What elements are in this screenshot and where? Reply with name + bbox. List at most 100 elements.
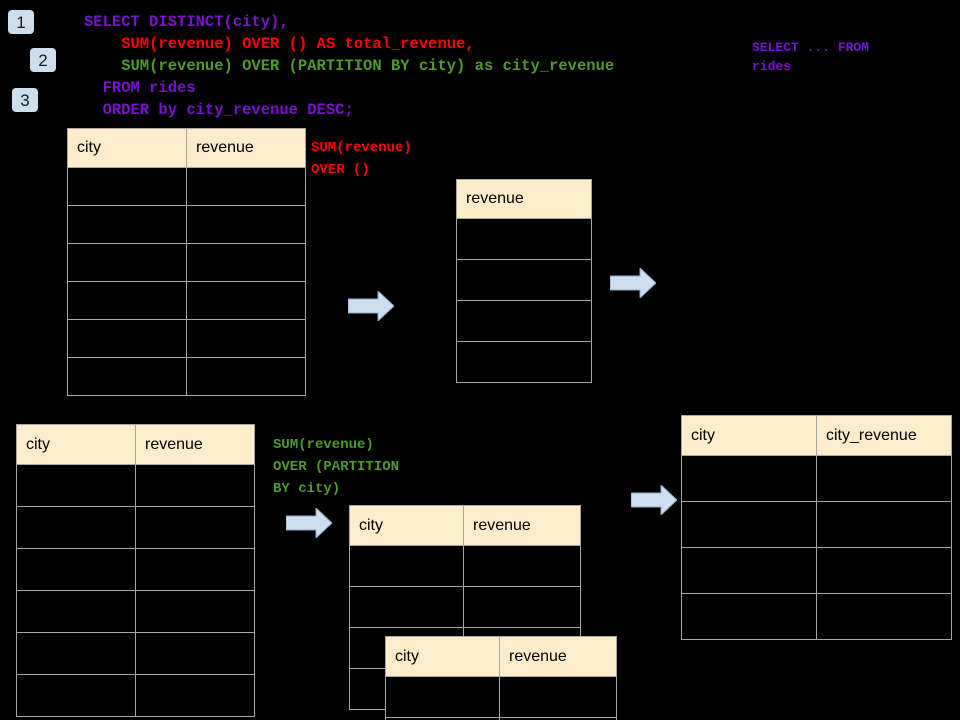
table-row (16, 590, 255, 633)
table-row (349, 586, 581, 628)
cell-revenue (135, 632, 255, 675)
cell-revenue (135, 548, 255, 591)
sql-side-note-line-2: rides (752, 59, 792, 74)
table-header-row: revenue (456, 179, 592, 219)
column-header-revenue: revenue (186, 128, 306, 168)
table-row (67, 319, 306, 358)
column-header-revenue: revenue (456, 179, 592, 219)
sql-line-from: FROM rides (84, 79, 196, 97)
column-header-revenue: revenue (135, 424, 255, 465)
cell-city (67, 319, 187, 358)
cell-city-revenue (816, 501, 952, 548)
cell-city (385, 676, 500, 718)
table-rides-top: city revenue (67, 128, 306, 396)
table-row (456, 300, 592, 342)
cell-city (16, 548, 136, 591)
table-header-row: city revenue (385, 636, 617, 677)
table-total-revenue: revenue (456, 179, 592, 383)
annotation-total-revenue-line-2: OVER () (311, 162, 370, 178)
cell-revenue (135, 464, 255, 507)
cell-revenue (186, 357, 306, 396)
cell-revenue (186, 243, 306, 282)
cell-city (16, 632, 136, 675)
table-row (681, 547, 952, 594)
table-row (681, 593, 952, 640)
arrow-total-revenue-out-icon (610, 268, 656, 298)
table-rides-bottom: city revenue (16, 424, 255, 717)
table-header-row: city city_revenue (681, 415, 952, 456)
cell-city (16, 674, 136, 717)
cell-revenue (135, 506, 255, 549)
cell-revenue (463, 545, 581, 587)
table-row (16, 548, 255, 591)
cell-revenue (456, 300, 592, 342)
cell-revenue (456, 259, 592, 301)
table-header-row: city revenue (67, 128, 306, 168)
step-badge-2: 2 (30, 48, 56, 72)
table-row (385, 676, 617, 718)
cell-city-revenue (816, 547, 952, 594)
table-row (67, 243, 306, 282)
table-row (681, 501, 952, 548)
column-header-city: city (16, 424, 136, 465)
cell-city-revenue (816, 593, 952, 640)
cell-city (16, 506, 136, 549)
cell-city (67, 281, 187, 320)
table-row (681, 455, 952, 502)
cell-city (681, 501, 817, 548)
cell-city-revenue (816, 455, 952, 502)
sql-line-city-revenue: SUM(revenue) OVER (PARTITION BY city) as… (84, 57, 615, 75)
arrow-to-total-revenue-icon (348, 291, 394, 321)
arrow-to-result-icon (631, 485, 677, 515)
cell-revenue (186, 205, 306, 244)
cell-revenue (499, 676, 617, 718)
table-row (385, 717, 617, 720)
arrow-to-partition-icon (286, 508, 332, 538)
cell-revenue (135, 674, 255, 717)
table-header-row: city revenue (349, 505, 581, 546)
cell-revenue (456, 341, 592, 383)
cell-revenue (186, 167, 306, 206)
cell-city (67, 357, 187, 396)
step-badge-1: 1 (8, 10, 34, 34)
table-row (16, 506, 255, 549)
annotation-total-revenue-line-1: SUM(revenue) (311, 140, 412, 156)
column-header-city: city (67, 128, 187, 168)
cell-city (349, 586, 464, 628)
table-row (456, 259, 592, 301)
table-row (67, 281, 306, 320)
table-row (349, 545, 581, 587)
table-row (456, 218, 592, 260)
cell-city (681, 593, 817, 640)
sql-side-note-line-1: SELECT ... FROM (752, 40, 870, 55)
cell-city (67, 243, 187, 282)
step-badge-3: 3 (12, 88, 38, 112)
cell-city (67, 167, 187, 206)
annotation-city-revenue-line-2: OVER (PARTITION (273, 459, 400, 475)
table-header-row: city revenue (16, 424, 255, 465)
table-row (16, 464, 255, 507)
table-result: city city_revenue (681, 415, 952, 640)
cell-revenue (456, 218, 592, 260)
cell-revenue (135, 590, 255, 633)
column-header-revenue: revenue (463, 505, 581, 546)
sql-line-total-revenue: SUM(revenue) OVER () AS total_revenue, (84, 35, 475, 53)
sql-line-order-by: ORDER by city_revenue DESC; (84, 101, 354, 119)
table-row (16, 674, 255, 717)
table-row (67, 357, 306, 396)
cell-city (681, 547, 817, 594)
column-header-revenue: revenue (499, 636, 617, 677)
annotation-city-revenue-line-3: BY city) (273, 481, 341, 497)
table-row (67, 205, 306, 244)
cell-city (67, 205, 187, 244)
step-badge-1-label: 1 (16, 12, 26, 32)
cell-city (681, 455, 817, 502)
sql-line-select-distinct: SELECT DISTINCT(city), (84, 13, 289, 31)
cell-city (16, 590, 136, 633)
annotation-city-revenue-line-1: SUM(revenue) (273, 437, 374, 453)
column-header-city: city (385, 636, 500, 677)
column-header-city: city (681, 415, 817, 456)
column-header-city: city (349, 505, 464, 546)
cell-revenue (499, 717, 617, 720)
